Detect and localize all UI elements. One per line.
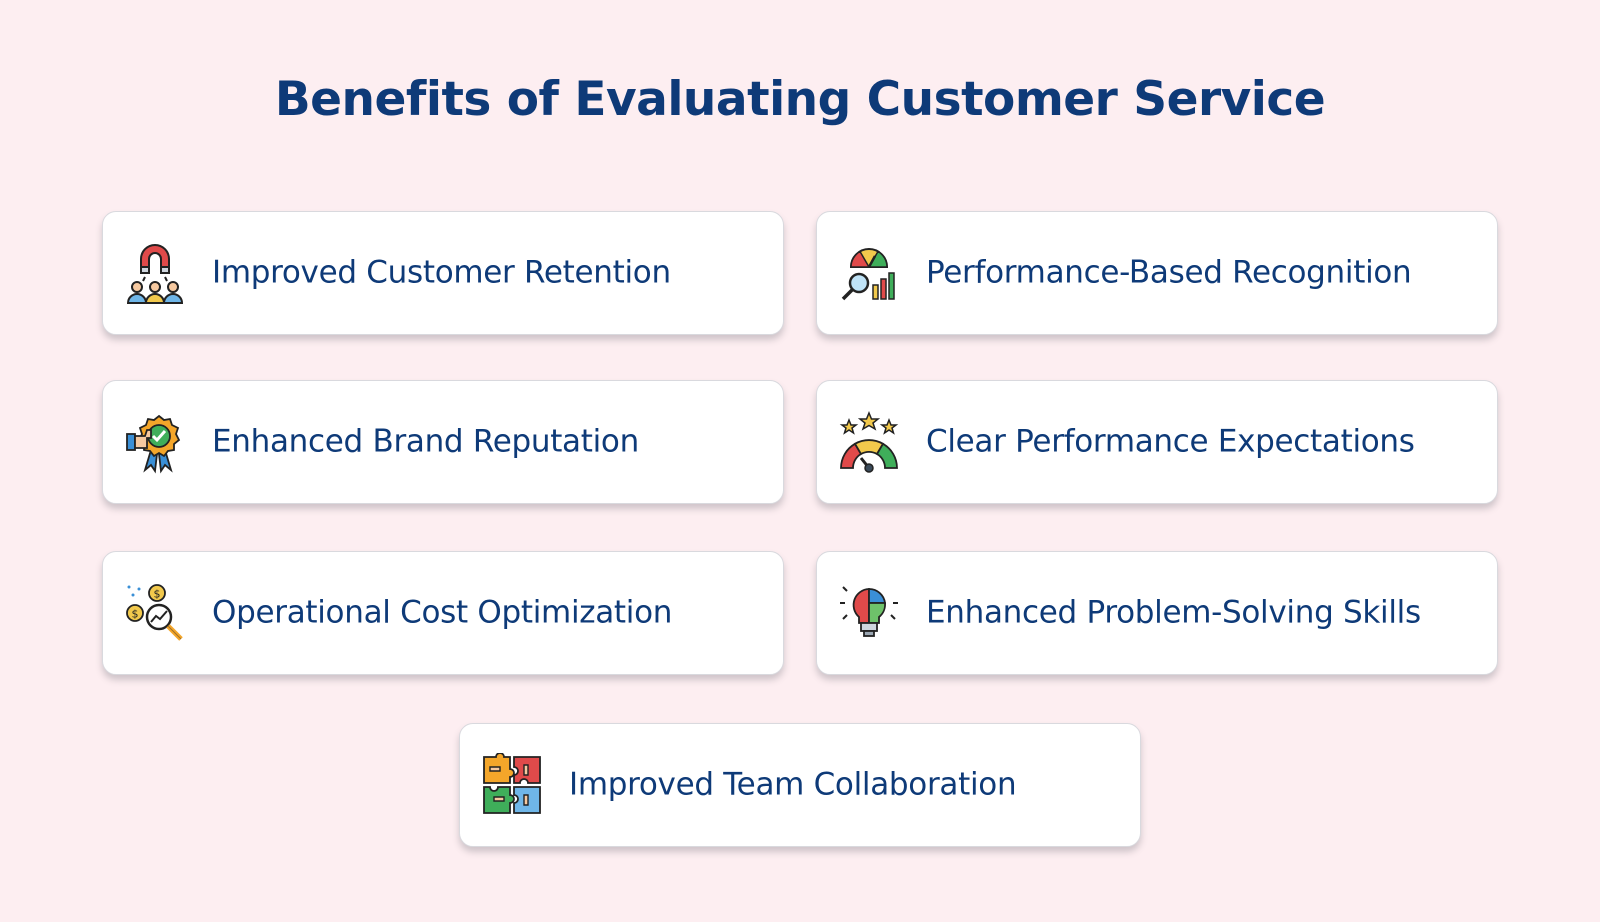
puzzle-lightbulb-icon	[837, 581, 901, 645]
benefit-label: Enhanced Brand Reputation	[212, 423, 639, 460]
gauge-chart-magnifier-icon	[837, 241, 901, 305]
benefit-label: Improved Team Collaboration	[569, 766, 1017, 803]
page-title: Benefits of Evaluating Customer Service	[274, 72, 1326, 127]
stars-gauge-icon	[837, 410, 901, 474]
benefit-label: Improved Customer Retention	[212, 254, 671, 291]
benefit-label: Clear Performance Expectations	[926, 423, 1415, 460]
coins-magnifier-icon: $ $	[123, 581, 187, 645]
benefit-card-performance-recognition: Performance-Based Recognition	[816, 211, 1498, 335]
benefit-card-performance-expectations: Clear Performance Expectations	[816, 380, 1498, 504]
svg-text:$: $	[132, 608, 139, 621]
svg-text:$: $	[154, 588, 161, 601]
magnet-customers-icon	[123, 241, 187, 305]
benefit-label: Performance-Based Recognition	[926, 254, 1412, 291]
benefit-card-cost-optimization: $ $ Operational Cost Optimization	[102, 551, 784, 675]
benefit-card-brand-reputation: Enhanced Brand Reputation	[102, 380, 784, 504]
benefit-card-problem-solving: Enhanced Problem-Solving Skills	[816, 551, 1498, 675]
badge-thumbs-up-icon	[123, 410, 187, 474]
benefit-card-team-collaboration: Improved Team Collaboration	[459, 723, 1141, 847]
puzzle-hands-icon	[480, 753, 544, 817]
benefit-label: Operational Cost Optimization	[212, 594, 673, 631]
benefit-label: Enhanced Problem-Solving Skills	[926, 594, 1421, 631]
benefit-card-customer-retention: Improved Customer Retention	[102, 211, 784, 335]
